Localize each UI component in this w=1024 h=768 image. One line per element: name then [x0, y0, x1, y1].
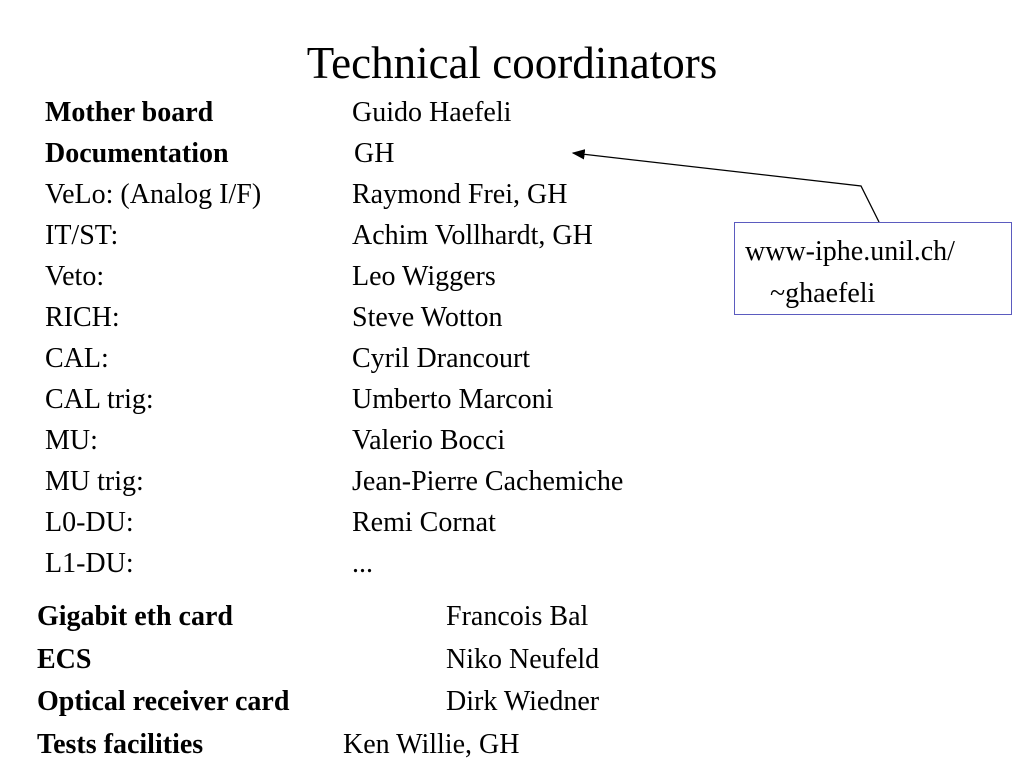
role-label: VeLo: (Analog I/F) [45, 179, 262, 210]
role-label: CAL trig: [45, 384, 154, 415]
role-label: MU: [45, 425, 98, 456]
role-label: Gigabit eth card [37, 601, 233, 632]
callout-url-line1: www-iphe.unil.ch/ [745, 236, 955, 267]
role-label: Optical receiver card [37, 686, 290, 717]
role-label: Documentation [45, 138, 229, 169]
role-label: MU trig: [45, 466, 144, 497]
role-name: Niko Neufeld [446, 644, 600, 675]
coordinator-name: Valerio Bocci [352, 425, 506, 456]
role-label: Veto: [45, 261, 105, 292]
role-label: CAL: [45, 343, 109, 374]
role-label: Tests facilities [37, 729, 204, 760]
role-name: Francois Bal [446, 601, 589, 632]
coordinator-name: Jean-Pierre Cachemiche [352, 466, 624, 497]
url-callout: www-iphe.unil.ch/ ~ghaefeli [734, 222, 1012, 315]
role-name: Dirk Wiedner [446, 686, 600, 717]
coordinator-name: Steve Wotton [352, 302, 503, 333]
coordinator-name: Remi Cornat [352, 507, 496, 538]
role-label: RICH: [45, 302, 120, 333]
coordinator-name: ... [352, 548, 373, 579]
role-label: ECS [37, 644, 92, 675]
coordinator-name: Cyril Drancourt [352, 343, 531, 374]
coordinator-name: Leo Wiggers [352, 261, 496, 292]
role-label: L1-DU: [45, 548, 134, 579]
role-name: Ken Willie, GH [343, 729, 520, 760]
coordinator-name: Achim Vollhardt, GH [352, 220, 593, 251]
callout-url-line2: ~ghaefeli [770, 278, 876, 309]
page-title: Technical coordinators [306, 38, 718, 88]
coordinator-name: GH [354, 138, 395, 169]
coordinator-name: Umberto Marconi [352, 384, 554, 415]
role-label: L0-DU: [45, 507, 134, 538]
coordinator-name: Guido Haefeli [352, 97, 512, 128]
coordinator-name: Raymond Frei, GH [352, 179, 568, 210]
role-label: IT/ST: [45, 220, 119, 251]
role-label: Mother board [45, 97, 214, 128]
